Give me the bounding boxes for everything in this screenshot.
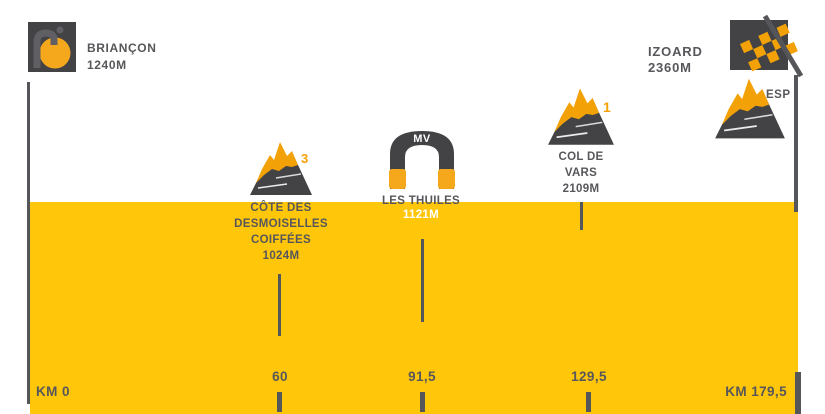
tick-60 xyxy=(277,392,282,412)
finish-climb-block xyxy=(714,76,786,145)
tick-60-label: 60 xyxy=(272,369,288,384)
finish-altitude-label: 2360M xyxy=(648,60,692,75)
sprint-altitude-label: 1121M xyxy=(402,209,440,221)
start-block xyxy=(28,22,76,77)
distance-band xyxy=(30,202,798,414)
tick-129-5 xyxy=(586,392,591,412)
finish-flag-block xyxy=(728,14,806,83)
finish-town-label: IZOARD xyxy=(648,44,703,59)
sprint-block xyxy=(387,127,457,194)
climb-cat1-drop-line xyxy=(580,202,583,230)
tick-91-5 xyxy=(420,392,425,412)
climb-label-line: COL DE xyxy=(558,151,604,163)
start-town-label: BRIANÇON xyxy=(87,41,157,55)
finish-vertical-line xyxy=(794,75,798,212)
finish-climb-category: ESP xyxy=(766,89,791,101)
finish-axis-tick xyxy=(795,372,801,414)
mountain-icon xyxy=(714,77,786,140)
mountain-icon xyxy=(249,141,313,196)
climb-cat1-label: COL DE VARS 2109M xyxy=(558,149,603,197)
mountain-icon xyxy=(547,87,615,146)
climb-cat3-block xyxy=(249,140,313,201)
climb-cat1-category: 1 xyxy=(603,99,611,115)
climb-label-line: VARS xyxy=(564,167,598,179)
axis-end-label: KM 179,5 xyxy=(725,384,787,399)
cyclist-start-icon xyxy=(28,22,76,72)
climb-label-line: DESMOISELLES xyxy=(234,218,328,230)
climb-label-line: CÔTE DES xyxy=(250,202,312,214)
climb-altitude: 2109M xyxy=(562,183,600,195)
climb-altitude: 1024M xyxy=(262,250,300,262)
start-altitude-label: 1240M xyxy=(87,58,127,72)
sprint-arch-icon xyxy=(389,131,455,189)
sprint-name-label: LES THUILES xyxy=(381,195,461,207)
axis-start-label: KM 0 xyxy=(36,384,70,399)
checkered-flag-icon xyxy=(730,14,804,78)
climb-label-line: COIFFÉES xyxy=(251,234,311,246)
climb-cat3-category: 3 xyxy=(301,151,309,166)
climb-cat3-label: CÔTE DES DESMOISELLES COIFFÉES 1024M xyxy=(234,200,328,264)
climb-cat1-block xyxy=(547,86,615,151)
sprint-drop-line xyxy=(421,239,424,322)
tick-129-5-label: 129,5 xyxy=(571,369,607,384)
start-vertical-line xyxy=(27,82,30,404)
climb-cat3-drop-line xyxy=(278,274,281,336)
tick-91-5-label: 91,5 xyxy=(408,369,436,384)
sprint-arch-label: MV xyxy=(413,133,431,145)
